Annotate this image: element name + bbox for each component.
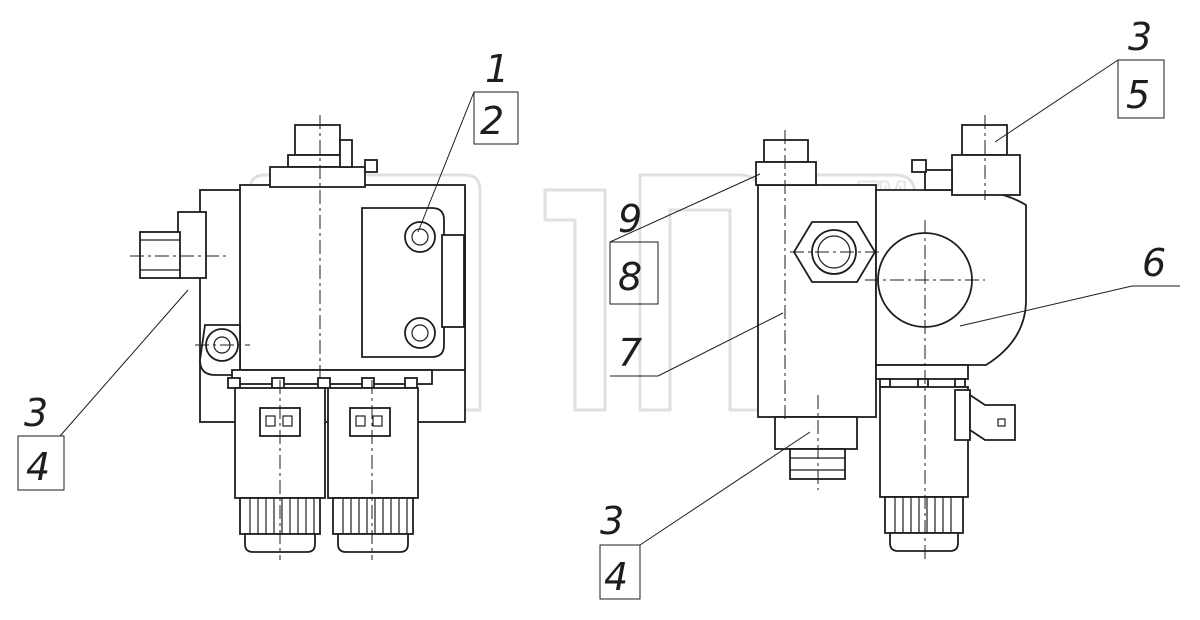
callout-label-4: 4 xyxy=(604,555,628,599)
callout-label-9: 9 xyxy=(618,197,642,241)
callout-label-3: 3 xyxy=(600,499,624,543)
callout-label-3: 3 xyxy=(1128,15,1152,59)
callout-label-5: 5 xyxy=(1126,73,1150,117)
right-view xyxy=(755,115,1027,560)
callout-label-7: 7 xyxy=(618,331,642,375)
left-view xyxy=(130,115,466,560)
callout-3-4-bottom: 3 4 xyxy=(599,499,641,600)
callout-label-8: 8 xyxy=(618,255,642,299)
callout-label-2: 2 xyxy=(480,99,504,143)
callout-3-4-left: 3 4 xyxy=(17,391,65,491)
callout-6: 6 xyxy=(1132,241,1180,287)
callout-label-1: 1 xyxy=(485,47,509,91)
callout-label-6: 6 xyxy=(1142,241,1166,285)
callout-7: 7 xyxy=(618,331,642,375)
callout-9-8: 9 8 xyxy=(609,197,659,305)
callout-label-3: 3 xyxy=(24,391,48,435)
callout-label-4: 4 xyxy=(26,445,50,489)
callout-1-2: 1 2 xyxy=(473,47,519,145)
callout-3-5: 3 5 xyxy=(1117,15,1165,119)
